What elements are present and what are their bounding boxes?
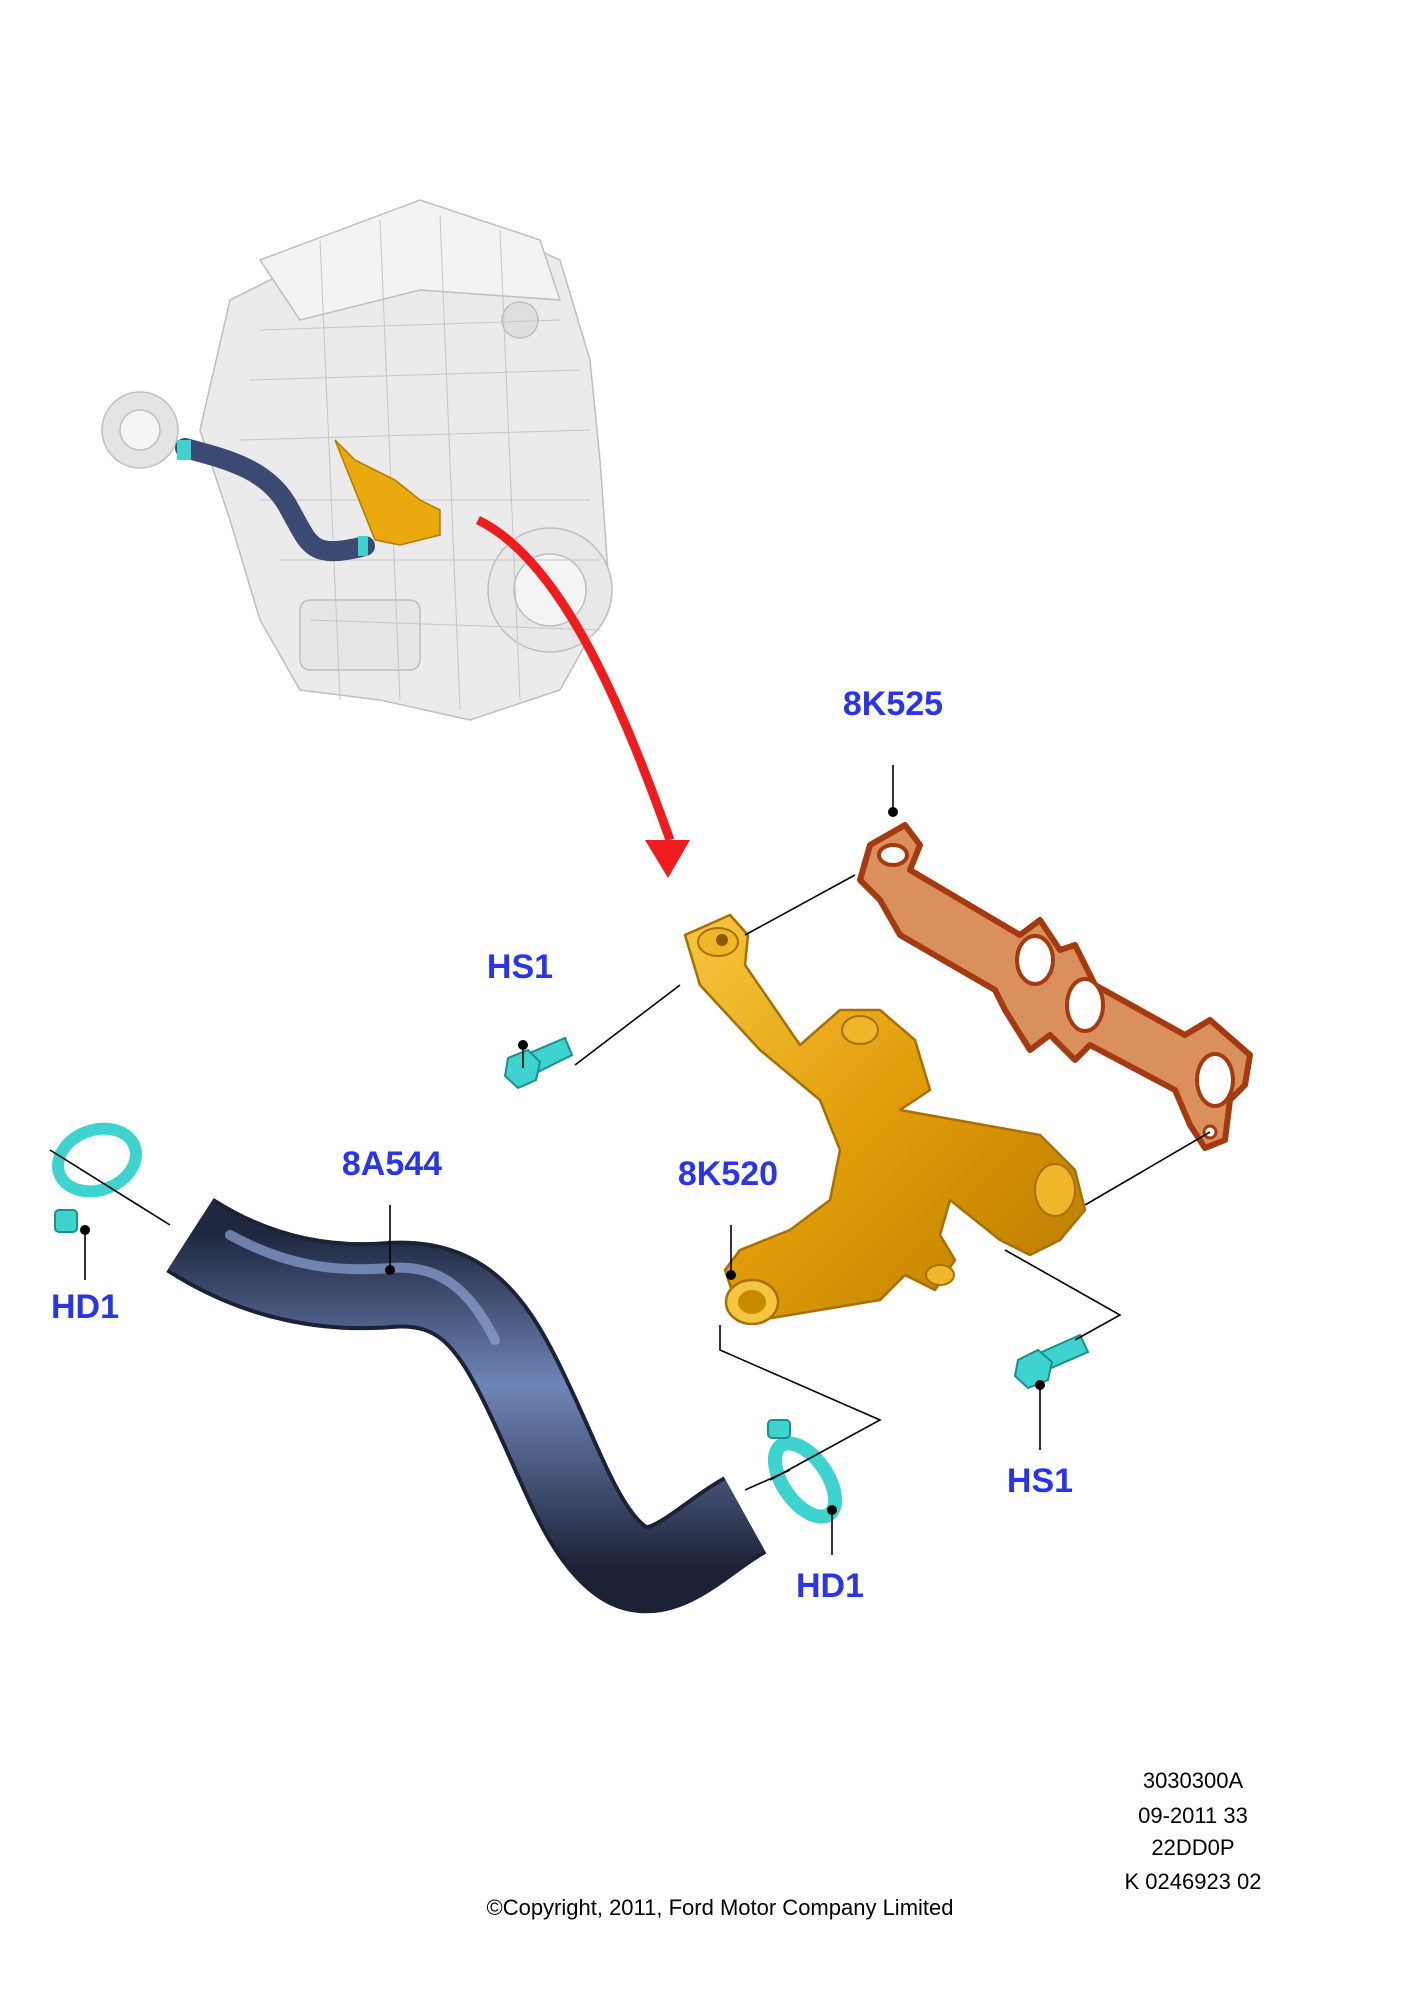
callout-labels: 8K525 HS1 8A544 8K520 HD1 HD1 HS1 <box>51 685 1073 1605</box>
detail-pointer-arrow <box>476 515 675 842</box>
lower-bolt-part <box>1013 1333 1090 1390</box>
upper-bolt-part <box>503 1036 574 1090</box>
reference-block: 3030300A 09-2011 33 22DD0P K 0246923 02 <box>1124 1768 1261 1894</box>
left-clamp-part <box>52 1122 142 1233</box>
leader-dots <box>80 807 1045 1515</box>
coolant-outlet-part <box>683 913 1087 1326</box>
callout-8k525: 8K525 <box>843 685 943 723</box>
gasket-part <box>857 822 1253 1151</box>
engine-overview-illustration <box>101 199 613 721</box>
ref-line-1: 3030300A <box>1143 1768 1244 1793</box>
ref-line-2: 09-2011 33 <box>1138 1803 1248 1828</box>
leader-lines <box>49 765 1211 1555</box>
coolant-hose-part <box>166 1197 768 1614</box>
callout-hs1-lower: HS1 <box>1007 1462 1073 1500</box>
callout-8k520: 8K520 <box>678 1155 778 1193</box>
callout-hd1-left: HD1 <box>51 1288 119 1326</box>
callout-hd1-right: HD1 <box>796 1567 864 1605</box>
ref-line-3: 22DD0P <box>1151 1835 1234 1860</box>
detail-pointer-arrowhead-icon <box>645 840 690 878</box>
copyright-notice: ©Copyright, 2011, Ford Motor Company Lim… <box>486 1895 953 1920</box>
engine-hose-highlight-icon <box>175 438 375 562</box>
ref-line-4: K 0246923 02 <box>1124 1869 1261 1894</box>
right-clamp-part <box>767 1419 843 1524</box>
engine-outlet-highlight-icon <box>334 439 441 546</box>
callout-hs1-upper: HS1 <box>487 948 553 986</box>
callout-8a544: 8A544 <box>342 1145 442 1183</box>
